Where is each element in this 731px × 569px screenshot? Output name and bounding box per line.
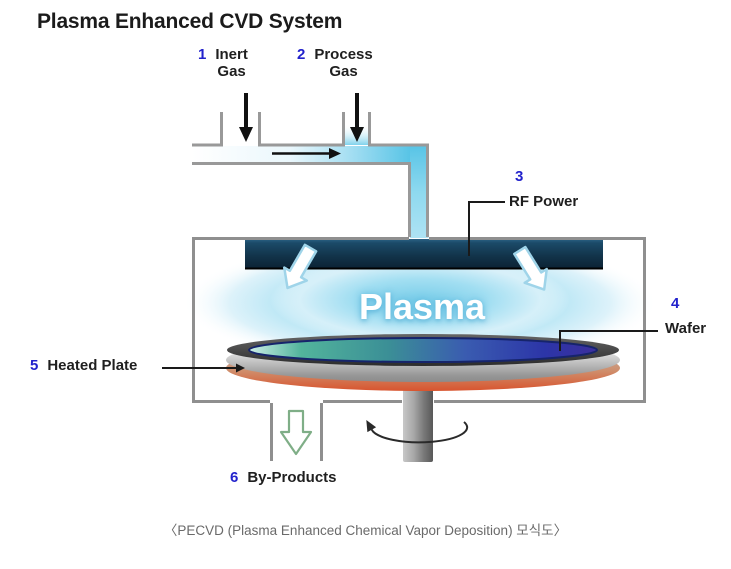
plasma-down-arrow-right-icon <box>513 245 548 291</box>
process-gas-arrow-icon <box>350 93 364 142</box>
gas-pipe-interior <box>192 124 429 238</box>
label-wafer: 4 Wafer <box>665 295 706 337</box>
rotation-arrow-icon <box>366 420 469 444</box>
rotating-shaft <box>403 386 433 462</box>
wafer <box>248 337 598 363</box>
wafer-connector <box>559 330 658 351</box>
byproducts-arrow-icon <box>279 409 313 456</box>
label-process-gas: 2 Process Gas <box>297 46 373 80</box>
by-products-text: By-Products <box>247 469 337 486</box>
label-number-6: 6 <box>230 469 239 486</box>
inert-gas-line2: Gas <box>217 63 246 80</box>
label-heated-plate: 5 Heated Plate <box>30 357 137 374</box>
chamber-walls <box>192 237 646 461</box>
process-gas-line2: Gas <box>329 63 358 80</box>
plasma-region-label: Plasma <box>358 286 486 327</box>
label-number-4: 4 <box>671 295 680 312</box>
label-rf-power: 3 RF Power <box>509 168 578 210</box>
label-inert-gas: 1 Inert Gas <box>198 46 248 80</box>
heated-plate-text: Heated Plate <box>47 357 138 374</box>
inert-gas-line1: Inert <box>215 46 248 63</box>
rf-power-connector <box>468 201 505 256</box>
label-number-1: 1 <box>198 46 207 63</box>
figure-caption: 〈PECVD (Plasma Enhanced Chemical Vapor D… <box>163 523 568 538</box>
rf-power-text: RF Power <box>509 193 579 210</box>
gas-pipe-walls <box>192 112 429 237</box>
inert-gas-arrow-icon <box>239 93 253 142</box>
label-number-2: 2 <box>297 46 306 63</box>
plasma-down-arrow-left-icon <box>282 243 318 290</box>
diagram-title: Plasma Enhanced CVD System <box>37 10 343 33</box>
wafer-text: Wafer <box>665 320 707 337</box>
label-number-5: 5 <box>30 357 39 374</box>
label-by-products: 6 By-Products <box>230 469 337 486</box>
heated-plate-connector <box>162 363 245 373</box>
flow-arrow-icon <box>272 148 341 159</box>
process-gas-line1: Process <box>314 46 373 63</box>
label-number-3: 3 <box>515 168 524 185</box>
